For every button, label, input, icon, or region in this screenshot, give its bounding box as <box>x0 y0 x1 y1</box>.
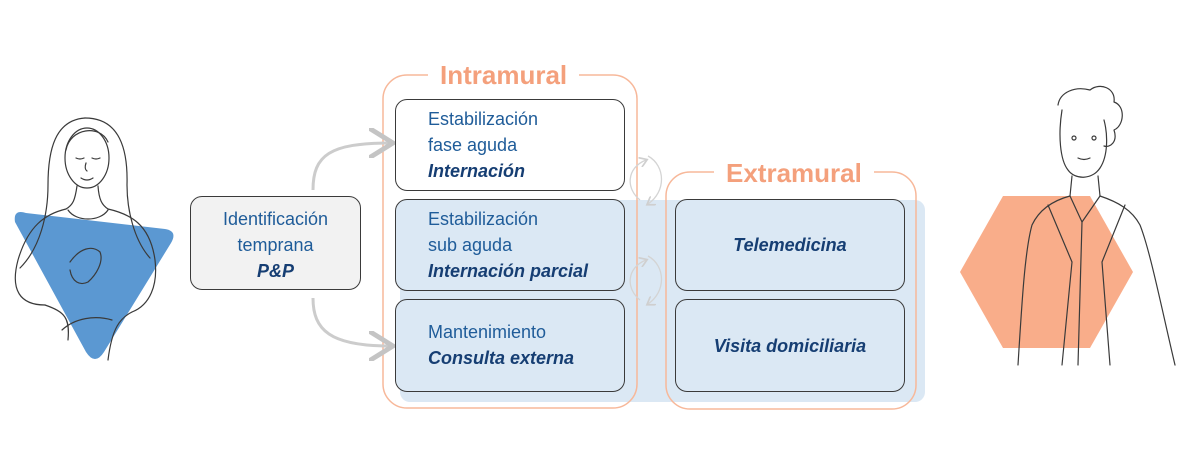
curved-arrow-icon <box>311 297 390 346</box>
circular-arrow-icon <box>629 255 662 304</box>
man-in-coat-illustration <box>960 85 1176 366</box>
acute-line2: fase aguda <box>428 135 518 155</box>
acute-bold: Internación <box>428 161 526 181</box>
maintenance-line1: Mantenimiento <box>428 322 547 342</box>
subacute-line1: Estabilización <box>428 209 539 229</box>
home-visit-label: Visita domiciliaria <box>713 335 867 356</box>
acute-line1: Estabilización <box>428 109 539 129</box>
identification-bold: P&P <box>256 261 294 281</box>
circular-arrow-icon <box>629 155 662 204</box>
subacute-bold: Internación parcial <box>428 261 589 281</box>
acute-stabilization-box: Estabilización fase aguda Internación <box>395 99 625 191</box>
identification-line2: temprana <box>237 235 314 255</box>
subacute-line2: sub aguda <box>428 235 513 255</box>
curved-arrow-icon <box>311 143 390 191</box>
identification-line1: Identificación <box>222 209 329 229</box>
woman-hand-on-chest-illustration <box>14 117 174 361</box>
home-visit-box: Visita domiciliaria <box>675 299 905 392</box>
extramural-title: Extramural <box>714 158 874 188</box>
maintenance-bold: Consulta externa <box>428 348 575 368</box>
maintenance-box: Mantenimiento Consulta externa <box>395 299 625 392</box>
identification-box: Identificación temprana P&P <box>190 196 361 290</box>
subacute-stabilization-box: Estabilización sub aguda Internación par… <box>395 199 625 291</box>
telemedicine-box: Telemedicina <box>675 199 905 291</box>
intramural-title: Intramural <box>428 60 580 90</box>
telemedicine-label: Telemedicina <box>733 235 847 255</box>
